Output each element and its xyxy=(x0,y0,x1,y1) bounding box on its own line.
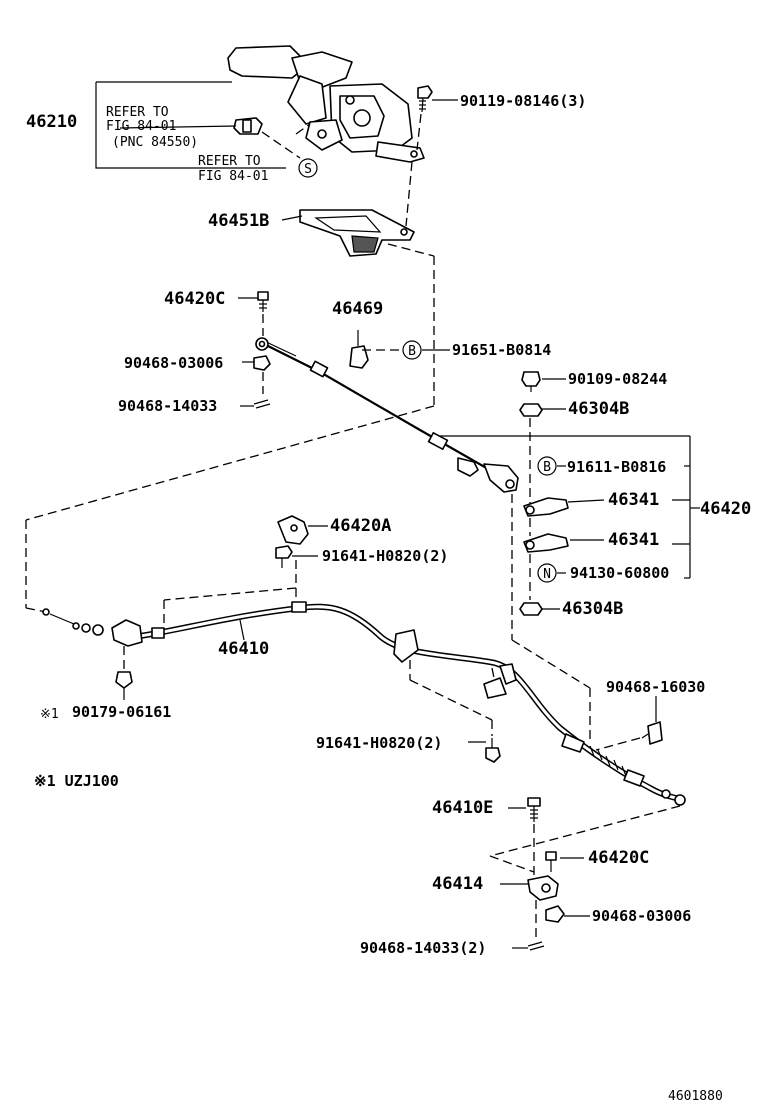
part-label-91611-b0816: 91611-B0816 xyxy=(567,458,666,476)
part-label-90468-03006-bottom: 90468-03006 xyxy=(592,907,691,925)
part-label-46410: 46410 xyxy=(218,639,269,659)
part-label-46420a: 46420A xyxy=(330,516,391,536)
clevis-pin-46420c-bottom-icon xyxy=(545,851,557,872)
part-label-90468-14033-top: 90468-14033 xyxy=(118,397,217,415)
nut-46304b-bottom-icon xyxy=(519,602,543,616)
bolt-91641-bottom-icon xyxy=(485,738,501,763)
figure-number: 4601880 xyxy=(668,1089,723,1104)
plate-46341-b-icon xyxy=(523,533,569,553)
part-label-94130-60800: 94130-60800 xyxy=(570,564,669,582)
part-label-90468-16030: 90468-16030 xyxy=(606,678,705,696)
part-label-46341-b: 46341 xyxy=(608,530,659,550)
b-marker-1: B xyxy=(408,344,416,359)
clevis-46414-icon xyxy=(527,875,559,901)
parking-brake-lever-assembly xyxy=(227,45,425,163)
part-label-90468-03006-top: 90468-03006 xyxy=(124,354,223,372)
part-label-46304b-top: 46304B xyxy=(568,399,629,419)
s-marker-circle xyxy=(298,158,318,178)
part-label-91651-b0814: 91651-B0814 xyxy=(452,341,551,359)
nut-46304b-top-icon xyxy=(519,403,543,417)
bolt-90119-icon xyxy=(417,85,433,113)
plate-46341-a-icon xyxy=(523,497,569,517)
reference-note-1-line2: FIG 84-01 xyxy=(106,119,176,134)
part-label-46420: 46420 xyxy=(700,499,751,519)
part-label-91641-h0820-bottom: 91641-H0820(2) xyxy=(316,734,442,752)
note-mark-symbol: ※1 xyxy=(40,707,59,722)
clip-90468-14033-bottom-icon xyxy=(527,941,545,951)
s-marker: S xyxy=(304,162,312,177)
reference-box-outline xyxy=(95,81,286,169)
clip-90468-16030-icon xyxy=(641,721,663,745)
clevis-pin-46420c-top-icon xyxy=(257,291,269,312)
part-label-46420c-top: 46420C xyxy=(164,289,225,309)
part-label-46420c-bottom: 46420C xyxy=(588,848,649,868)
part-label-46210: 46210 xyxy=(26,112,77,132)
clip-90468-03006-bottom-icon xyxy=(545,905,565,923)
reference-note-2-line2: FIG 84-01 xyxy=(198,169,268,184)
bolt-91641-top-icon xyxy=(275,545,293,568)
bracket-46420a-icon xyxy=(277,515,309,545)
retainer-46469-icon xyxy=(349,330,369,369)
n-marker: N xyxy=(543,567,551,582)
note-uzj100: ※1 UZJ100 xyxy=(34,772,119,790)
part-label-46414: 46414 xyxy=(432,874,483,894)
part-label-90119-08146: 90119-08146(3) xyxy=(460,92,586,110)
bolt-90179-icon xyxy=(115,671,133,689)
reference-note-1-line3: (PNC 84550) xyxy=(112,135,198,150)
part-label-46410e: 46410E xyxy=(432,798,493,818)
clevis-pin-46410e-icon xyxy=(527,797,541,822)
bracket-46451b-icon xyxy=(299,209,415,257)
part-label-46451b: 46451B xyxy=(208,211,269,231)
part-label-90109-08244: 90109-08244 xyxy=(568,370,667,388)
b-marker-2-circle xyxy=(537,456,557,476)
part-label-90179-06161: 90179-06161 xyxy=(72,703,171,721)
part-label-46341-a: 46341 xyxy=(608,490,659,510)
rear-cable-46410 xyxy=(42,601,686,806)
clip-90468-03006-top-icon xyxy=(253,355,271,371)
bolt-90109-icon xyxy=(521,371,541,392)
clip-90468-14033-top-icon xyxy=(253,399,271,409)
part-label-90468-14033-bottom: 90468-14033(2) xyxy=(360,939,486,957)
part-label-91641-h0820-top: 91641-H0820(2) xyxy=(322,547,448,565)
reference-note-2-line1: REFER TO xyxy=(198,154,261,169)
part-label-46304b-bottom: 46304B xyxy=(562,599,623,619)
reference-note-1-line1: REFER TO xyxy=(106,105,169,120)
b-marker-2: B xyxy=(543,460,551,475)
b-marker-1-circle xyxy=(402,340,422,360)
n-marker-circle xyxy=(537,563,557,583)
part-label-46469: 46469 xyxy=(332,299,383,319)
